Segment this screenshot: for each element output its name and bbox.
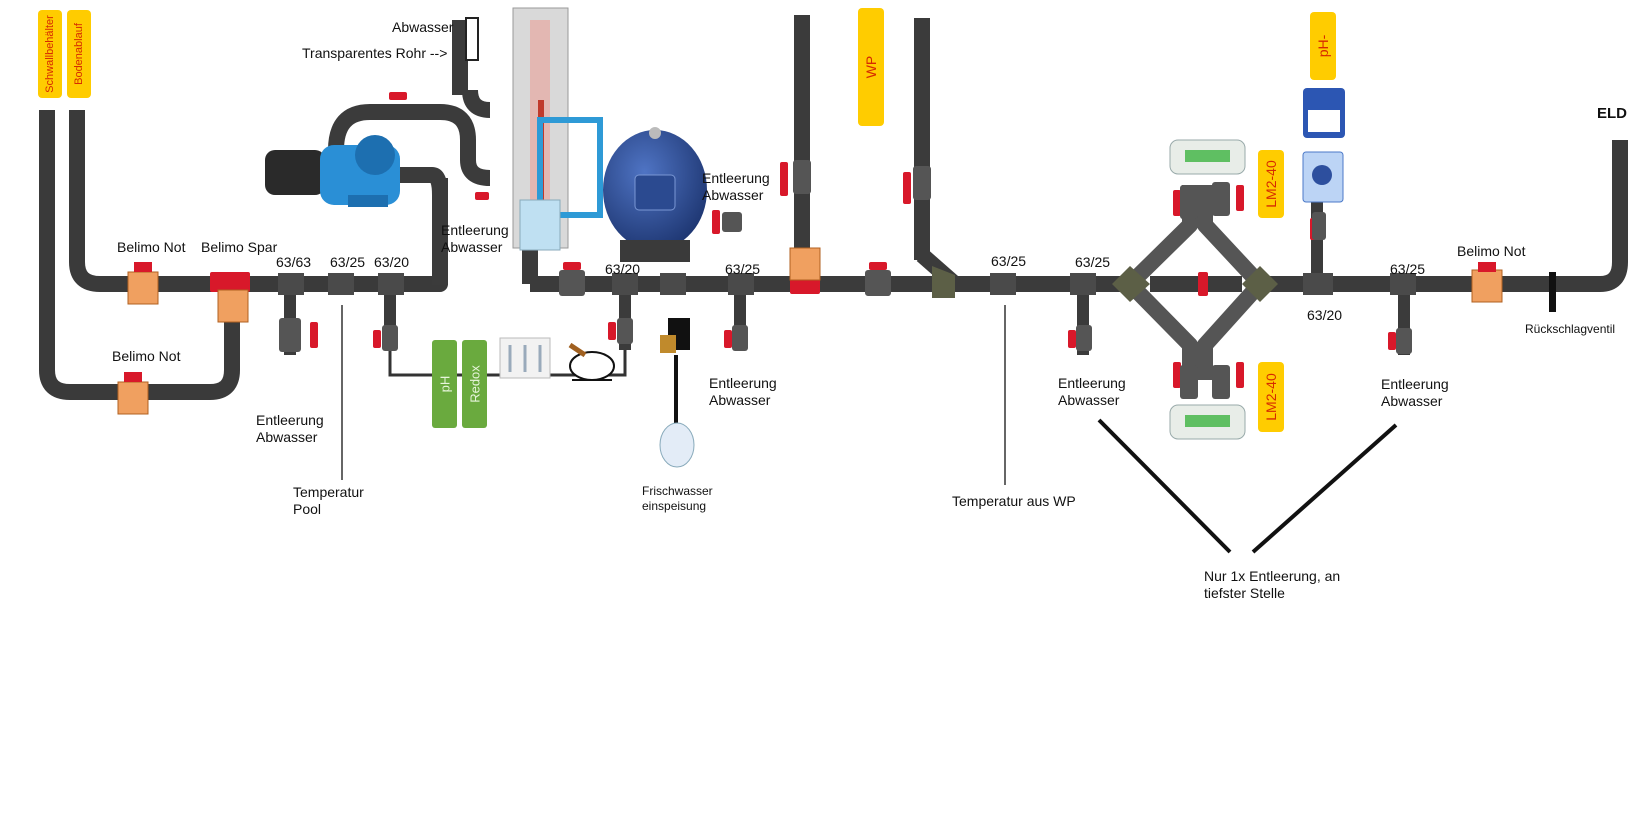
- label-t-63-20-a: 63/20: [374, 254, 410, 270]
- tag-wp: WP: [858, 8, 884, 126]
- label-entleerung-cell-right-line1: Entleerung: [1381, 376, 1449, 392]
- label-t-63-25-b: 63/25: [725, 261, 761, 277]
- tag-lm2-top: LM2-40: [1258, 150, 1284, 218]
- belimo-actuators: [117, 247, 1503, 415]
- tag-wp-label: WP: [863, 55, 879, 79]
- label-belimo-not-1: Belimo Not: [117, 239, 186, 255]
- tag-bodenablauf: Bodenablauf: [67, 10, 91, 98]
- label-frischwasser-line2: einspeisung: [642, 499, 707, 513]
- label-abwasser: Abwasser: [392, 19, 454, 35]
- label-frischwasser-line1: Frischwasser: [642, 484, 713, 498]
- bypass-fittings: [932, 266, 1278, 302]
- label-temperatur-pool-line1: Temperatur: [293, 484, 364, 500]
- tag-redox-label: Redox: [467, 365, 482, 403]
- label-entleerung-left-line2: Abwasser: [256, 429, 318, 445]
- tag-ph-label: pH: [437, 375, 452, 393]
- tag-bodenablauf-label: Bodenablauf: [73, 23, 85, 85]
- label-belimo-spar: Belimo Spar: [201, 239, 278, 255]
- label-entleerung-left-line1: Entleerung: [256, 412, 324, 428]
- tag-ph: pH: [432, 340, 457, 428]
- label-entleerung-filter-line1: Entleerung: [702, 170, 770, 186]
- label-entleerung-mid-line2: Abwasser: [709, 392, 771, 408]
- pump-loop: [328, 20, 491, 285]
- label-t-63-25-e: 63/25: [1390, 261, 1426, 277]
- label-entleerung-cell-left-line2: Abwasser: [1058, 392, 1120, 408]
- valves: [210, 92, 1412, 399]
- tag-lm2-bottom-label: LM2-40: [1263, 373, 1279, 421]
- label-entleerung-mid-line1: Entleerung: [709, 375, 777, 391]
- label-t-63-20-c: 63/20: [1307, 307, 1343, 323]
- label-entleerung-pump-line2: Abwasser: [441, 239, 503, 255]
- pump-icon: [265, 135, 400, 207]
- tag-ph-minus-label: pH-: [1315, 34, 1331, 58]
- tag-schwallbehaelter-label: Schwallbehälter: [44, 15, 56, 93]
- label-belimo-not-2: Belimo Not: [112, 348, 181, 364]
- tag-redox: Redox: [462, 340, 487, 428]
- tag-lm2-bottom: LM2-40: [1258, 362, 1284, 432]
- label-t-63-25-c: 63/25: [991, 253, 1027, 269]
- label-t-63-63: 63/63: [276, 254, 312, 270]
- tee-fittings: [278, 273, 1416, 295]
- label-belimo-not-3: Belimo Not: [1457, 243, 1526, 259]
- label-entleerung-filter-line2: Abwasser: [702, 187, 764, 203]
- sand-filter-icon: [603, 127, 707, 262]
- annotation-lines: [1097, 418, 1398, 554]
- freshwater-feed: [659, 318, 695, 468]
- dosing-station: [1302, 88, 1345, 203]
- label-rueckschlagventil: Rückschlagventil: [1525, 322, 1616, 336]
- label-transparentes-rohr: Transparentes Rohr -->: [302, 45, 448, 61]
- check-valve: [1549, 272, 1556, 312]
- multiport-valve: [465, 7, 603, 251]
- label-t-63-25-d: 63/25: [1075, 254, 1111, 270]
- salt-cells: [1169, 139, 1246, 440]
- label-entleerung-pump-line1: Entleerung: [441, 222, 509, 238]
- label-entleerung-cell-left-line1: Entleerung: [1058, 375, 1126, 391]
- sensor-lines: [341, 305, 1006, 485]
- label-nur-1x-line2: tiefster Stelle: [1204, 585, 1285, 601]
- label-nur-1x-line1: Nur 1x Entleerung, an: [1204, 568, 1341, 584]
- label-temperatur-wp: Temperatur aus WP: [952, 493, 1076, 509]
- tag-lm2-top-label: LM2-40: [1263, 160, 1279, 208]
- tag-schwallbehaelter: Schwallbehälter: [38, 10, 62, 98]
- label-entleerung-cell-right-line2: Abwasser: [1381, 393, 1443, 409]
- tag-ph-minus: pH-: [1310, 12, 1336, 80]
- measurement-panel: [499, 337, 615, 381]
- label-temperatur-pool-line2: Pool: [293, 501, 322, 517]
- label-t-63-20-b: 63/20: [605, 261, 641, 277]
- label-eld: ELD: [1597, 105, 1627, 122]
- label-t-63-25-a: 63/25: [330, 254, 366, 270]
